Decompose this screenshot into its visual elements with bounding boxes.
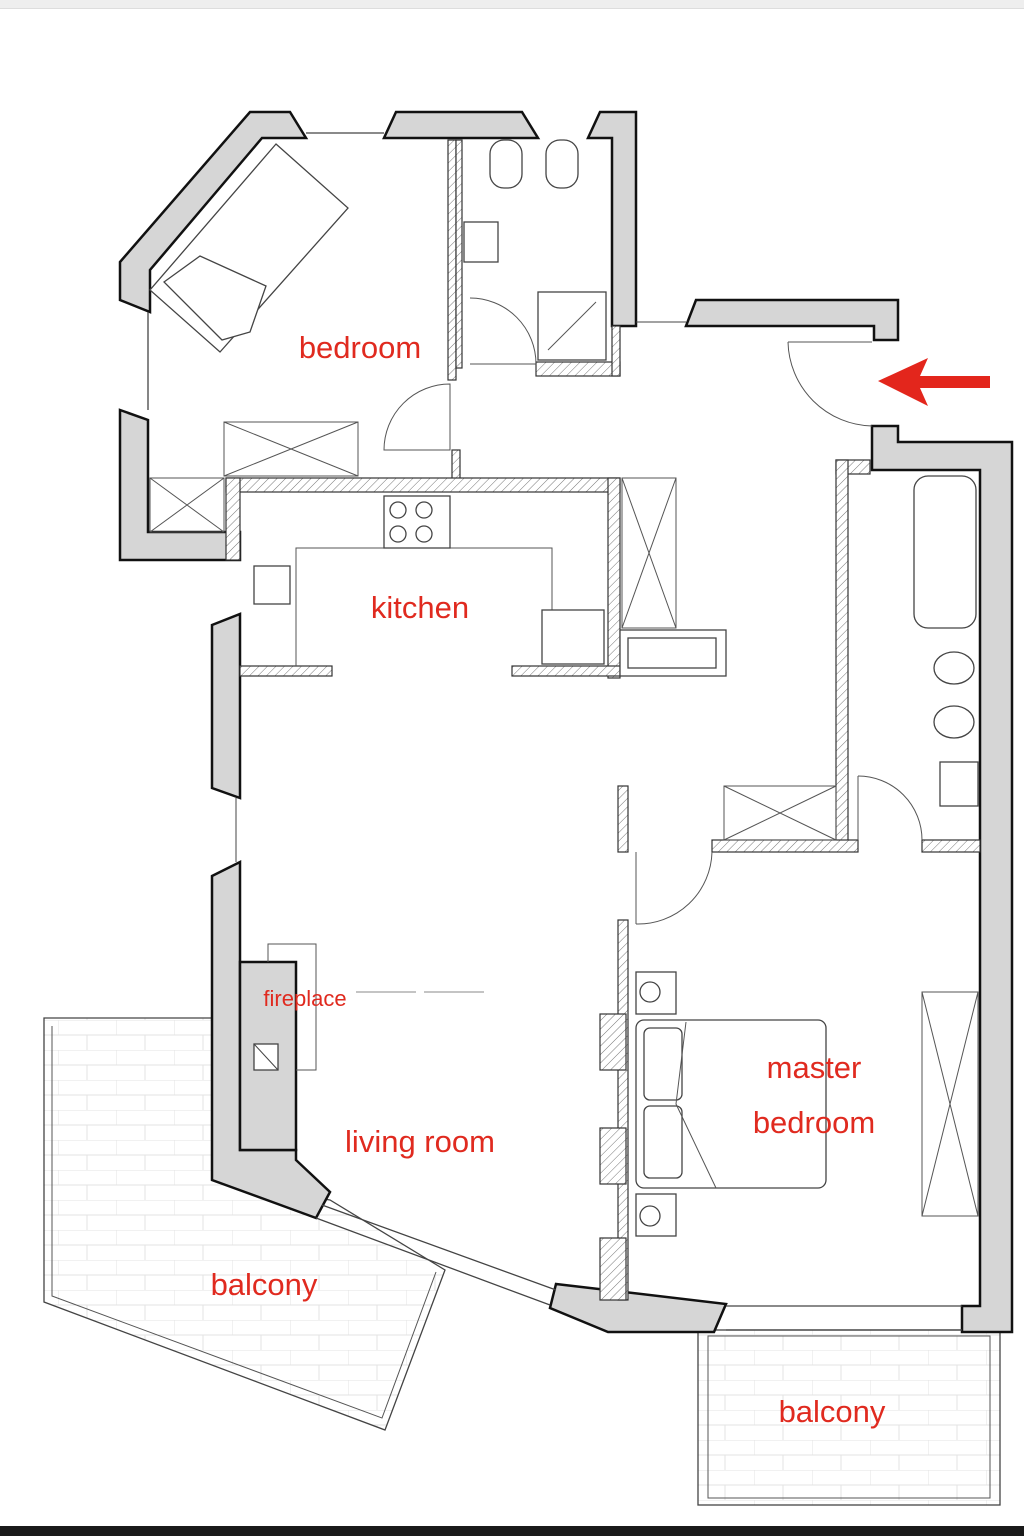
room-label-living-room: living room (345, 1124, 495, 1159)
kitchen-fixtures (253, 495, 727, 677)
doors (383, 297, 923, 925)
room-label-master-line1: master (767, 1050, 862, 1085)
room-label-master-line2: bedroom (753, 1105, 875, 1140)
window-bottom-edge (0, 1526, 1024, 1536)
room-label-fireplace: fireplace (263, 986, 346, 1011)
balcony-right-area (697, 1329, 1001, 1506)
window-top-edge (0, 0, 1024, 9)
bed-bedroom (149, 143, 349, 353)
walls (118, 110, 1014, 1334)
arrow-left-icon (878, 358, 990, 406)
bathroom-fixtures (463, 139, 979, 807)
fireplace-fixture (253, 943, 490, 1071)
room-label-kitchen: kitchen (371, 590, 469, 625)
room-label-balcony-left: balcony (211, 1267, 318, 1302)
room-label-bedroom: bedroom (299, 330, 421, 365)
wardrobes (149, 421, 979, 1217)
room-label-balcony-right: balcony (779, 1394, 886, 1429)
bed-master (635, 971, 827, 1237)
